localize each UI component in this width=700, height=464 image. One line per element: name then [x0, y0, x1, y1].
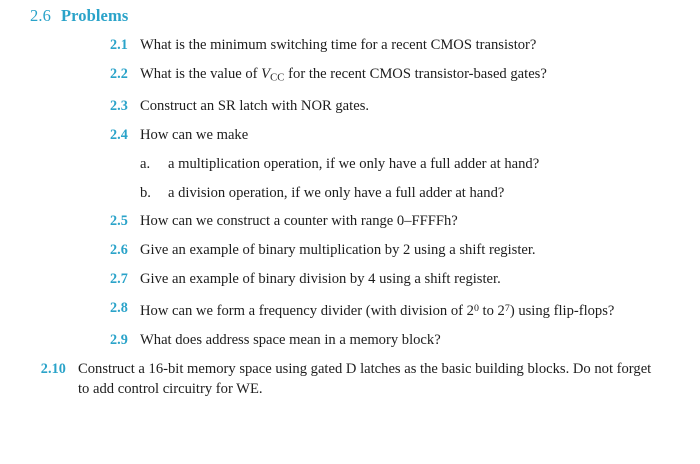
problem-text: How can we construct a counter with rang… — [140, 213, 458, 230]
variable-symbol: V — [261, 66, 271, 82]
sublist-item: a. a multiplication operation, if we onl… — [0, 155, 700, 175]
problem-text-before: What is the value of — [140, 66, 262, 82]
problem-number: 2.2 — [109, 66, 128, 82]
problem-number: 2.8 — [109, 300, 128, 317]
problem-text-before: How can we form a frequency divider (wit… — [140, 303, 474, 320]
problem-text: Give an example of binary division by 4 … — [140, 271, 501, 288]
problem-text: What is the value of VCC for the recent … — [140, 65, 700, 88]
problem-text-mid: to 2 — [478, 303, 505, 320]
problem-number: 2.1 — [109, 37, 128, 53]
section-title: Problems — [60, 6, 129, 25]
problem-list: 2.1 What is the minimum switching time f… — [0, 36, 700, 409]
problem-number: 2.4 — [109, 127, 128, 144]
problem-text: Construct an SR latch with NOR gates. — [140, 98, 370, 115]
problem-item: 2.6 Give an example of binary multiplica… — [0, 241, 700, 261]
sublist-item-text: a multiplication operation, if we only h… — [168, 156, 540, 173]
section-heading: 2.6 Problems — [30, 6, 128, 27]
problem-text: How can we make — [140, 127, 249, 144]
problem-text: What does address space mean in a memory… — [140, 332, 441, 349]
sublist-item: b. a division operation, if we only have… — [0, 184, 700, 204]
problem-number: 2.6 — [109, 242, 128, 259]
problem-text-after: ) using flip-flops? — [509, 303, 615, 320]
problem-item: 2.8 How can we form a frequency divider … — [0, 299, 700, 322]
problem-item: 2.4 How can we make — [0, 126, 700, 146]
exponent-high: 7 — [504, 303, 510, 315]
sublist-item-text: a division operation, if we only have a … — [168, 184, 505, 201]
problem-item: 2.5 How can we construct a counter with … — [0, 212, 700, 232]
problem-text: Give an example of binary multiplication… — [140, 242, 536, 259]
problem-number: 2.7 — [109, 271, 128, 288]
problem-sublist: a. a multiplication operation, if we onl… — [0, 155, 700, 203]
problem-text: Construct a 16-bit memory space using ga… — [78, 361, 652, 397]
variable-subscript: CC — [270, 72, 285, 84]
problem-number: 2.3 — [109, 98, 128, 115]
problem-text-after: for the recent CMOS transistor-based gat… — [284, 66, 547, 82]
section-number: 2.6 — [30, 6, 51, 25]
problem-text: What is the minimum switching time for a… — [140, 37, 537, 53]
exponent-low: 0 — [473, 303, 479, 315]
problem-item: 2.3 Construct an SR latch with NOR gates… — [0, 97, 700, 117]
problem-item: 2.1 What is the minimum switching time f… — [0, 36, 700, 56]
problem-text: How can we form a frequency divider (wit… — [78, 299, 658, 322]
problem-number: 2.5 — [109, 213, 128, 230]
problem-number: 2.10 — [40, 361, 66, 378]
problem-item: 2.7 Give an example of binary division b… — [0, 270, 700, 290]
sublist-item-label: a. — [140, 156, 151, 173]
sublist-item-label: b. — [140, 184, 151, 201]
problem-item: 2.2 What is the value of VCC for the rec… — [0, 65, 700, 88]
problem-item: 2.10 Construct a 16-bit memory space usi… — [0, 360, 700, 399]
problem-number: 2.9 — [109, 332, 128, 349]
problem-item: 2.9 What does address space mean in a me… — [0, 331, 700, 351]
